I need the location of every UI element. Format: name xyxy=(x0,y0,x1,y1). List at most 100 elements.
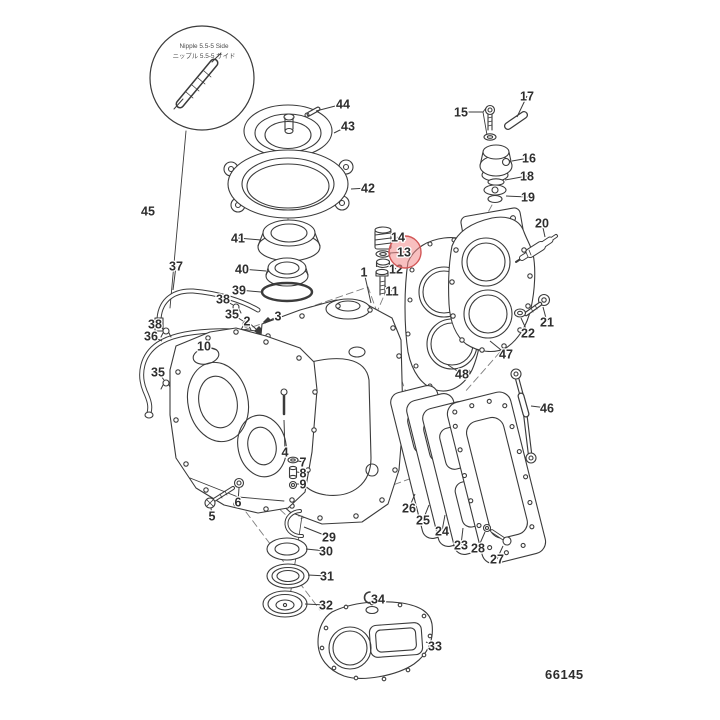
leader-line-42 xyxy=(350,187,369,190)
leader-line-48 xyxy=(447,364,463,375)
leader-line-36 xyxy=(150,335,163,342)
callout-13[interactable]: 13 xyxy=(396,244,412,261)
part-21-bolt xyxy=(523,293,551,317)
callout-3[interactable]: 3 xyxy=(273,308,283,325)
leader-line-40 xyxy=(241,268,267,272)
callout-16[interactable]: 16 xyxy=(521,150,537,167)
leader-line-21 xyxy=(542,306,548,323)
callout-46[interactable]: 46 xyxy=(539,400,555,417)
callout-38[interactable]: 38 xyxy=(215,291,231,308)
leader-line-41 xyxy=(237,237,262,241)
callout-44[interactable]: 44 xyxy=(335,96,351,113)
part-8-spacer xyxy=(288,465,298,480)
part-33-base-gasket xyxy=(317,600,433,682)
callout-41[interactable]: 41 xyxy=(230,230,246,247)
leader-line-14 xyxy=(390,236,399,242)
drawing-number: 66145 xyxy=(545,667,584,682)
leader-line-12 xyxy=(388,263,397,270)
part-45-fuel-line xyxy=(169,130,187,309)
callout-6[interactable]: 6 xyxy=(233,494,243,511)
leader-line-43 xyxy=(333,125,349,134)
callout-42[interactable]: 42 xyxy=(360,180,376,197)
leader-line-39 xyxy=(238,289,262,293)
callout-17[interactable]: 17 xyxy=(519,88,535,105)
crankcase-half xyxy=(169,327,318,514)
callout-24[interactable]: 24 xyxy=(434,523,450,540)
callout-27[interactable]: 27 xyxy=(489,551,505,568)
callout-25[interactable]: 25 xyxy=(415,512,431,529)
leader-line-27 xyxy=(496,545,504,560)
callout-33[interactable]: 33 xyxy=(427,638,443,655)
highlight-circle-part-13[interactable] xyxy=(388,235,422,269)
leader-line-6 xyxy=(237,487,240,503)
leader-line-38 xyxy=(154,323,164,330)
part-14-spring xyxy=(374,226,392,250)
callout-21[interactable]: 21 xyxy=(539,314,555,331)
callout-9[interactable]: 9 xyxy=(298,476,308,493)
callout-39[interactable]: 39 xyxy=(231,282,247,299)
callout-2[interactable]: 2 xyxy=(242,313,252,330)
callout-35[interactable]: 35 xyxy=(224,306,240,323)
callout-28[interactable]: 28 xyxy=(470,540,486,557)
callout-10[interactable]: 10 xyxy=(196,338,212,355)
leader-line-34 xyxy=(371,597,379,600)
callout-26[interactable]: 26 xyxy=(401,500,417,517)
callout-5[interactable]: 5 xyxy=(207,508,217,525)
callout-32[interactable]: 32 xyxy=(318,597,334,614)
leader-line-3 xyxy=(264,315,279,324)
callout-31[interactable]: 31 xyxy=(319,568,335,585)
callout-4[interactable]: 4 xyxy=(280,444,290,461)
callout-43[interactable]: 43 xyxy=(340,118,356,135)
leader-line-38 xyxy=(222,298,234,306)
callout-40[interactable]: 40 xyxy=(234,261,250,278)
callout-19[interactable]: 19 xyxy=(520,189,536,206)
diagram-art xyxy=(139,25,558,682)
callout-48[interactable]: 48 xyxy=(454,366,470,383)
part-9-nut xyxy=(288,480,298,490)
callout-30[interactable]: 30 xyxy=(318,543,334,560)
callout-7[interactable]: 7 xyxy=(298,454,308,471)
leader-line-31 xyxy=(307,574,328,577)
leader-line-17 xyxy=(516,95,528,118)
callout-1[interactable]: 1 xyxy=(359,264,369,281)
part-41-bearing-housing xyxy=(257,219,321,262)
hose-clamps-35-38 xyxy=(160,303,252,390)
callout-45[interactable]: 45 xyxy=(140,203,156,220)
leader-line-5 xyxy=(210,507,213,517)
leader-line-26 xyxy=(408,493,416,509)
callout-14[interactable]: 14 xyxy=(390,229,406,246)
callout-38[interactable]: 38 xyxy=(147,316,163,333)
callout-22[interactable]: 22 xyxy=(520,325,536,342)
part-39-o-ring xyxy=(260,281,314,303)
callout-34[interactable]: 34 xyxy=(370,591,386,608)
callout-15[interactable]: 15 xyxy=(453,104,469,121)
callout-35[interactable]: 35 xyxy=(150,364,166,381)
leader-line-22 xyxy=(520,317,529,334)
part-27-bolt xyxy=(490,529,512,546)
leader-line-28 xyxy=(477,531,486,549)
callout-23[interactable]: 23 xyxy=(453,537,469,554)
part-6-nut xyxy=(233,477,245,489)
callout-29[interactable]: 29 xyxy=(321,529,337,546)
part-7-washer xyxy=(287,456,299,464)
part-23-cover-plate xyxy=(446,391,547,565)
leader-line-35 xyxy=(157,371,165,381)
callout-36[interactable]: 36 xyxy=(143,328,159,345)
callout-18[interactable]: 18 xyxy=(519,168,535,185)
part-18-gasket xyxy=(487,178,505,186)
callout-37[interactable]: 37 xyxy=(168,258,184,275)
balloon-note-line2: ニップル 5.5-5 サイド xyxy=(173,52,236,60)
leader-line-1 xyxy=(363,271,372,304)
callout-8[interactable]: 8 xyxy=(298,465,308,482)
part-46-link-rod xyxy=(510,368,537,464)
part-43-adaptor-ring xyxy=(243,104,333,158)
leader-line-7 xyxy=(297,460,304,463)
leader-line-29 xyxy=(303,526,330,538)
callout-11[interactable]: 11 xyxy=(384,283,400,300)
callout-20[interactable]: 20 xyxy=(534,215,550,232)
callout-47[interactable]: 47 xyxy=(498,346,514,363)
leader-line-8 xyxy=(296,471,304,474)
part-4-stud xyxy=(280,388,288,416)
